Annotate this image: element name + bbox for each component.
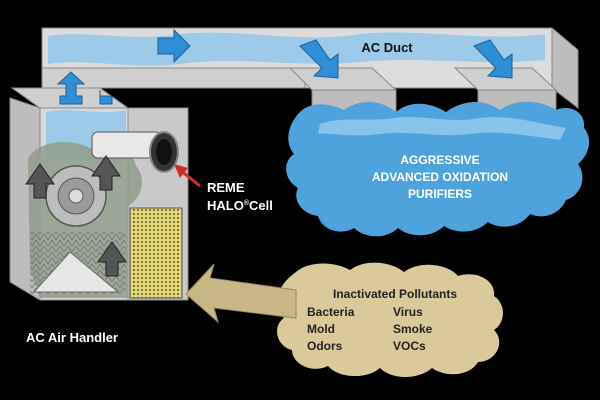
pollutant-item: Bacteria	[307, 305, 355, 319]
filter-icon	[129, 207, 183, 299]
pollutants-title: Inactivated Pollutants	[333, 287, 457, 301]
pollutant-item: VOCs	[393, 339, 426, 353]
reme-halo-cell-icon	[91, 131, 179, 173]
purifiers-label-line2: ADVANCED OXIDATION	[372, 170, 508, 184]
pollutant-item: Smoke	[393, 322, 433, 336]
purifiers-label-line1: AGGRESSIVE	[400, 153, 479, 167]
pointer-arrow-icon	[185, 263, 297, 324]
cell-label-line2: HALO	[207, 198, 244, 213]
fan-icon	[45, 165, 107, 227]
flow-arrow-icon	[25, 155, 127, 277]
pollutant-item: Virus	[393, 305, 423, 319]
cell-label-sup: ®	[244, 199, 250, 207]
cell-label-line1: REME	[207, 180, 245, 195]
duct-label: AC Duct	[361, 40, 413, 55]
pollutant-item: Odors	[307, 339, 343, 353]
cell-pointer-arrow-icon	[174, 164, 201, 188]
pollutant-cloud	[276, 262, 503, 377]
cell-label-line2-group: HALO®Cell	[207, 198, 273, 213]
purifier-cloud-highlight	[318, 117, 566, 140]
pollutant-item: Mold	[307, 322, 335, 336]
cell-label-line3: Cell	[249, 198, 273, 213]
flow-arrow-icon	[56, 28, 513, 105]
purifiers-label-line3: PURIFIERS	[408, 187, 472, 201]
air-handler-label: AC Air Handler	[26, 330, 118, 345]
